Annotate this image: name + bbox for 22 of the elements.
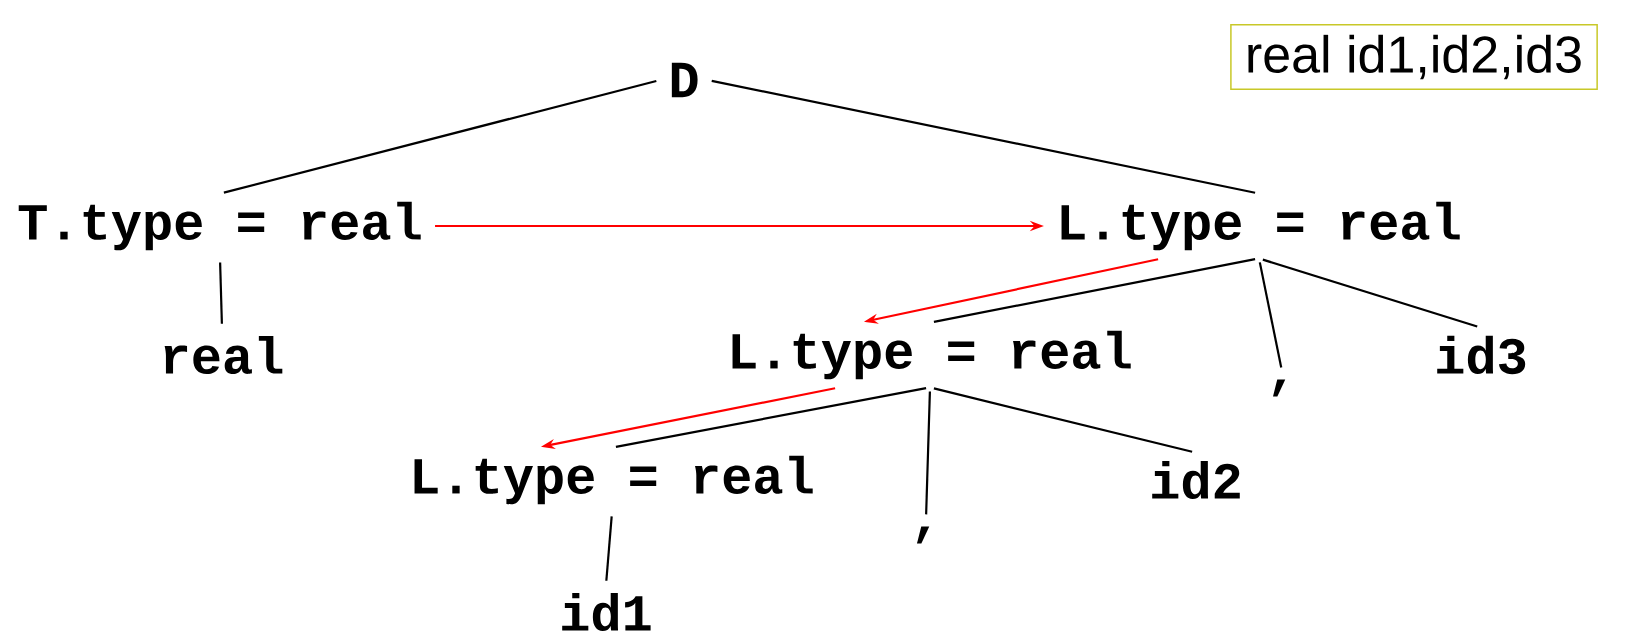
tree-node-label: L.type = real — [414, 455, 813, 505]
text-box: real id1,id2,id3 — [1230, 24, 1598, 90]
tree-node-label: T.type = real — [18, 201, 421, 251]
tree-node-label: L.type = real — [732, 330, 1131, 380]
tree-node-label: , — [1272, 379, 1286, 397]
tree-node-label: , — [916, 526, 930, 544]
tree-line — [933, 258, 1256, 323]
tree-node-label: real — [164, 335, 283, 375]
tree-line — [219, 262, 223, 324]
tree-node-label: D — [671, 62, 698, 98]
tree-line — [1258, 262, 1283, 368]
tree-line — [223, 79, 657, 194]
tree-line — [615, 387, 927, 448]
tree-line — [605, 516, 613, 581]
tree-line — [933, 387, 1193, 453]
tree-line — [711, 79, 1256, 194]
tree-line — [1262, 258, 1478, 328]
tree-node-label: id3 — [1437, 335, 1526, 375]
tree-node-label: id1 — [562, 592, 651, 632]
tree-node-label: id2 — [1152, 460, 1240, 500]
tree-line — [925, 391, 931, 515]
tree-node-label: L.type = real — [1061, 201, 1460, 251]
